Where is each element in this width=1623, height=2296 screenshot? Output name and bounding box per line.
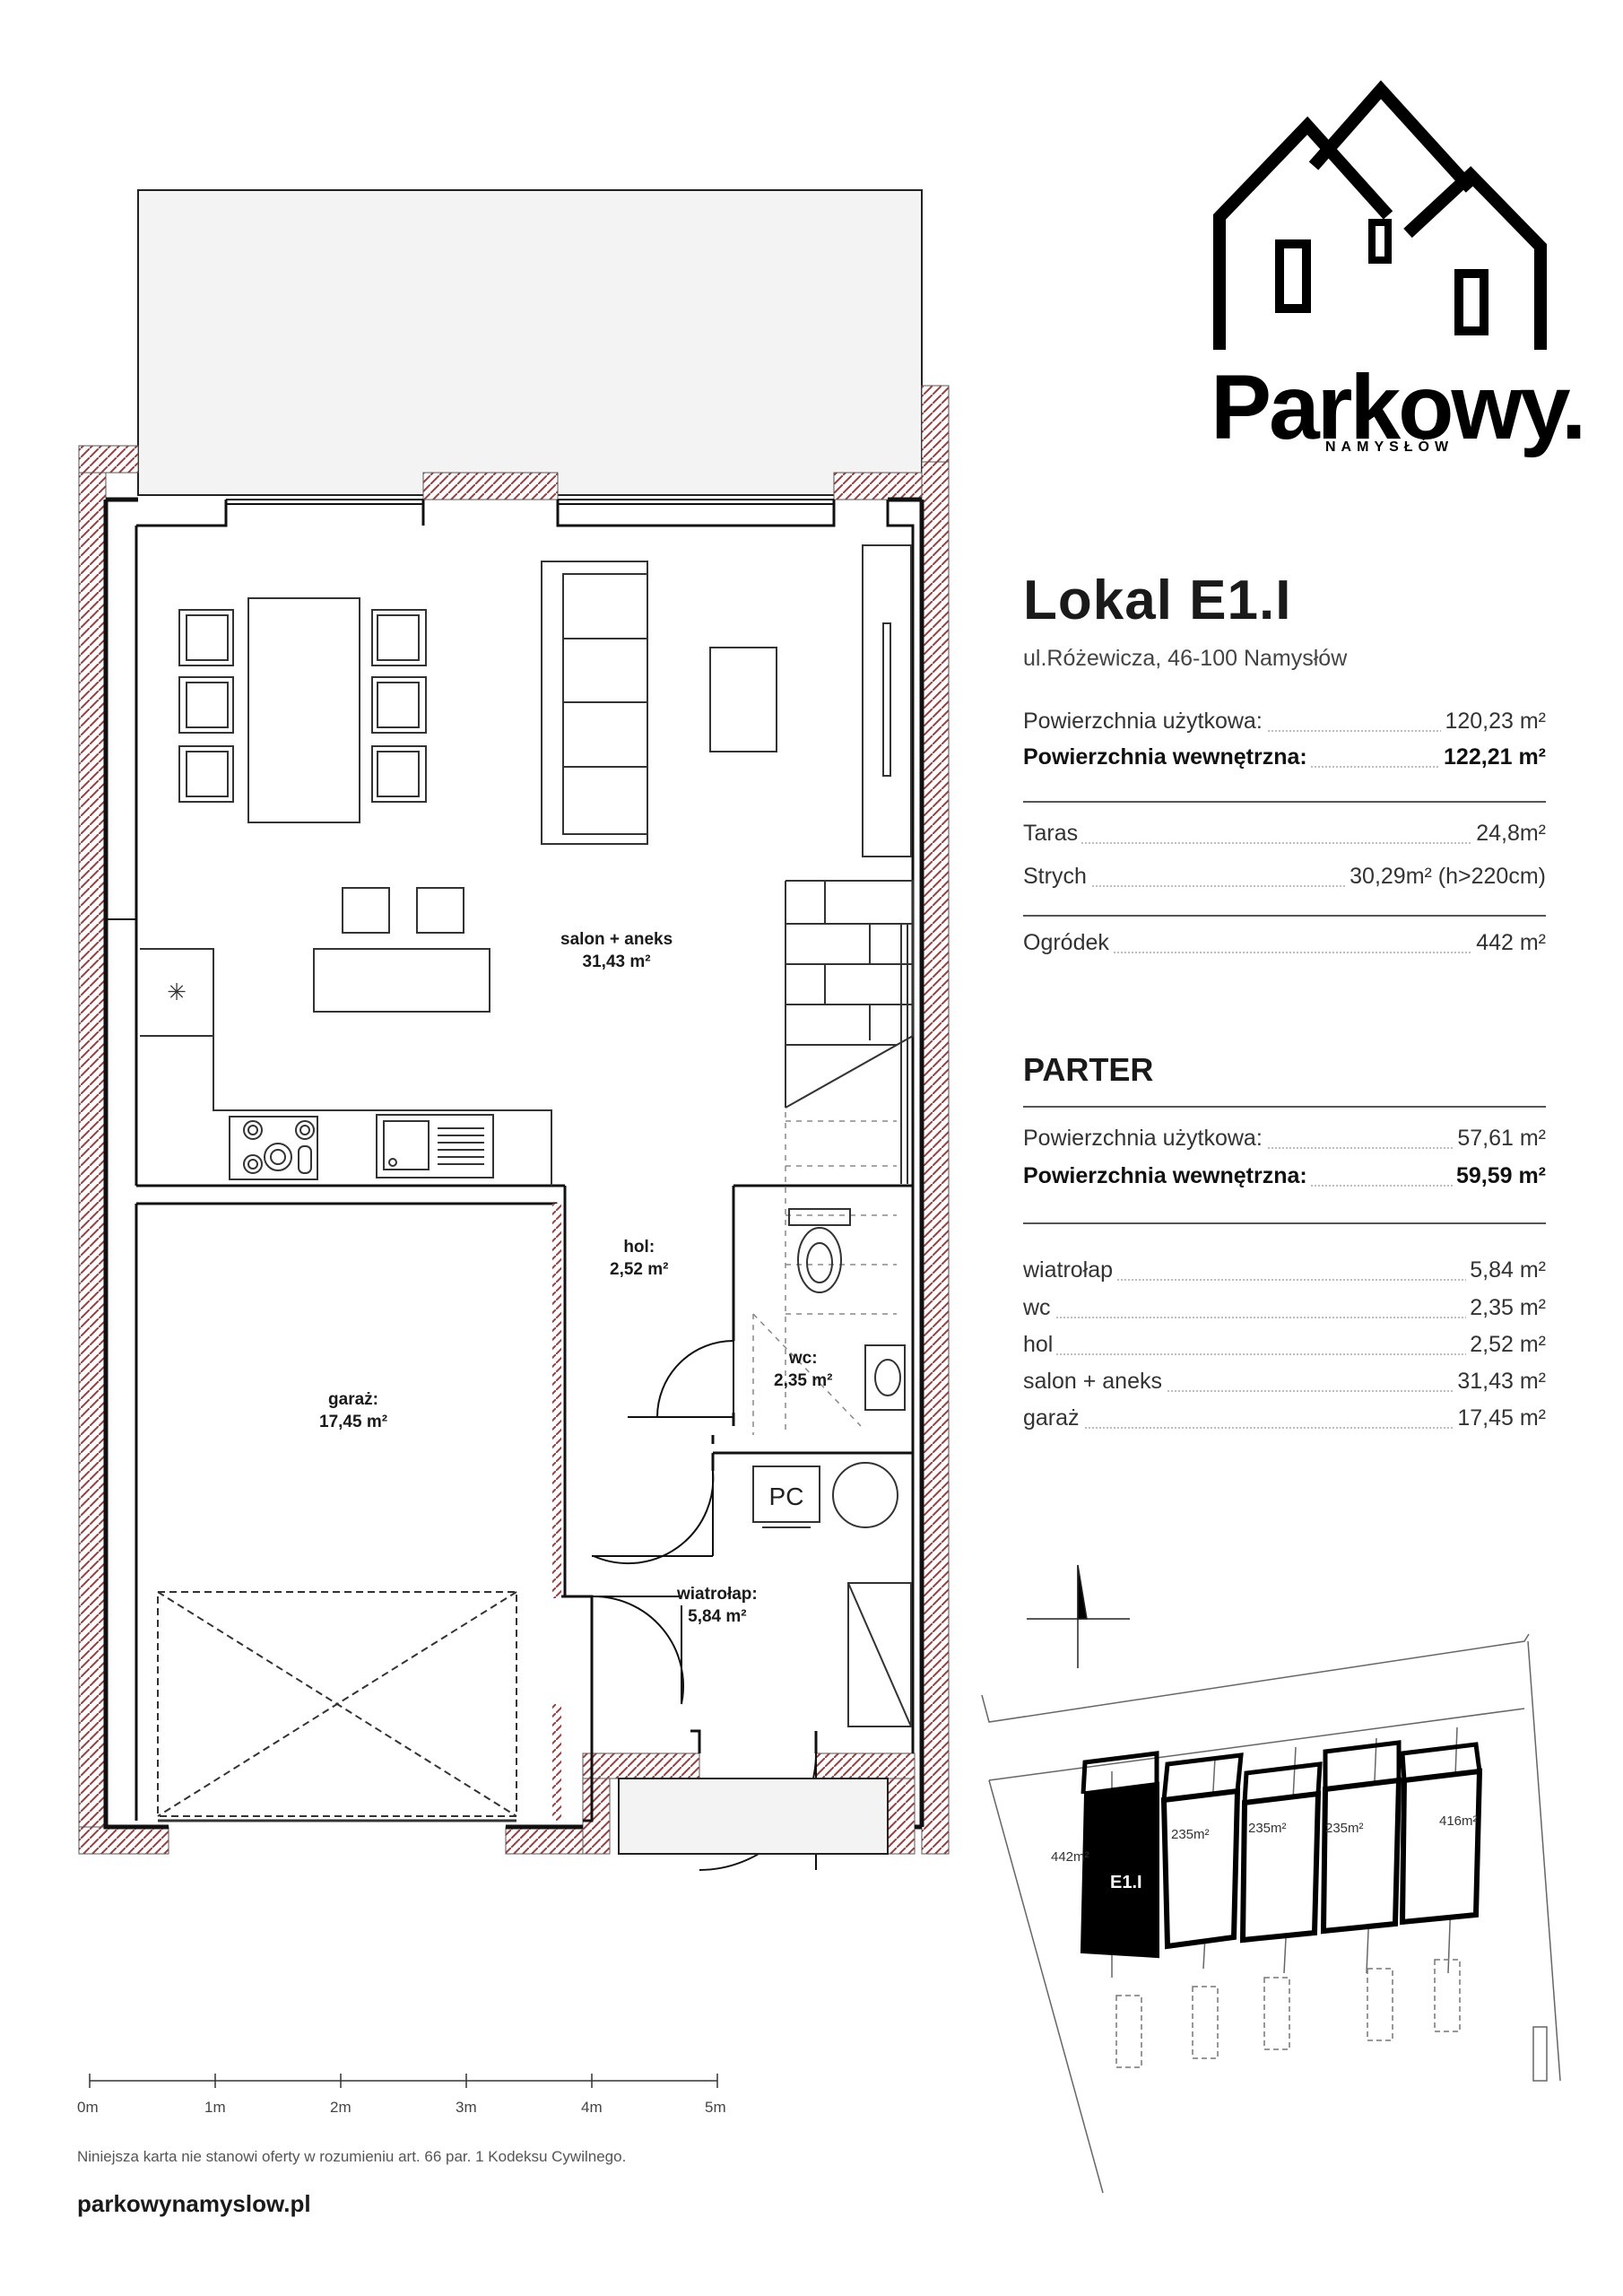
garage-door	[157, 1591, 517, 1822]
garage-wall-hatch	[552, 1204, 561, 1598]
staircase	[785, 880, 914, 1184]
terrace	[137, 189, 923, 496]
scale-bar	[89, 2074, 718, 2088]
website-link[interactable]: parkowynamyslow.pl	[77, 2190, 311, 2217]
scale-label: 5m	[705, 2099, 726, 2116]
windows	[106, 499, 834, 920]
site-plot-label: 416m²	[1439, 1813, 1478, 1829]
site-parking	[1115, 1959, 1461, 2068]
entry-porch	[618, 1778, 889, 1855]
wc-fixtures	[788, 1208, 906, 1411]
room-label-wiatrolap: wiatrołap:5,84 m²	[677, 1585, 758, 1626]
room-label-garaz: garaż:17,45 m²	[319, 1390, 388, 1431]
site-plot-label: 235m²	[1325, 1821, 1364, 1836]
site-building-tops	[1081, 1740, 1482, 1804]
unit-address: ul.Różewicza, 46-100 Namysłów	[1023, 646, 1348, 671]
sofa	[541, 561, 777, 845]
brand-subtitle: NAMYSŁÓW	[1325, 439, 1454, 455]
brand-logo-icon	[1213, 80, 1547, 350]
divider	[1023, 915, 1546, 917]
scale-label: 0m	[77, 2099, 99, 2116]
entry-furniture	[752, 1462, 912, 1727]
summary-row-usable: Powierzchnia użytkowa:120,23 m²	[1023, 709, 1546, 735]
divider	[1023, 1106, 1546, 1108]
brand-name: Parkowy.	[1211, 356, 1586, 458]
doors	[591, 1340, 817, 1871]
disclaimer: Niniejsza karta nie stanowi oferty w roz…	[77, 2148, 627, 2165]
kitchen-counter: ✳	[140, 948, 552, 1186]
site-plot-label: 442m²	[1051, 1849, 1089, 1865]
pc-label: PC	[769, 1483, 804, 1510]
north-arrow-icon	[1027, 1564, 1130, 1668]
divider	[1023, 801, 1546, 803]
summary-row-internal: Powierzchnia wewnętrzna:122,21 m²	[1023, 744, 1546, 770]
site-buildings	[1080, 1768, 1483, 1959]
dining-set	[178, 597, 427, 823]
site-plot-label: 235m²	[1248, 1821, 1287, 1836]
exterior-hatch	[78, 385, 950, 1855]
divider	[1023, 1222, 1546, 1224]
room-label-wc: wc:2,35 m²	[774, 1349, 833, 1390]
tv-unit	[862, 544, 912, 857]
site-highlight-label: E1.I	[1110, 1873, 1142, 1892]
site-plot-label: 235m²	[1171, 1827, 1210, 1842]
room-label-hol: hol:2,52 m²	[610, 1238, 669, 1279]
walls	[103, 497, 924, 1830]
floor-row-internal: Powierzchnia wewnętrzna:59,59 m²	[1023, 1163, 1546, 1189]
kitchen-island	[313, 887, 490, 1013]
scale-label: 2m	[330, 2099, 352, 2116]
scale-label: 3m	[456, 2099, 477, 2116]
unit-title: Lokal E1.I	[1023, 570, 1292, 631]
svg-text:✳: ✳	[167, 978, 187, 1005]
scale-label: 4m	[581, 2099, 603, 2116]
floor-title: PARTER	[1023, 1051, 1154, 1088]
garage-wall-hatch-low	[552, 1704, 561, 1821]
scale-label: 1m	[204, 2099, 226, 2116]
floor-row-usable: Powierzchnia użytkowa:57,61 m²	[1023, 1126, 1546, 1152]
